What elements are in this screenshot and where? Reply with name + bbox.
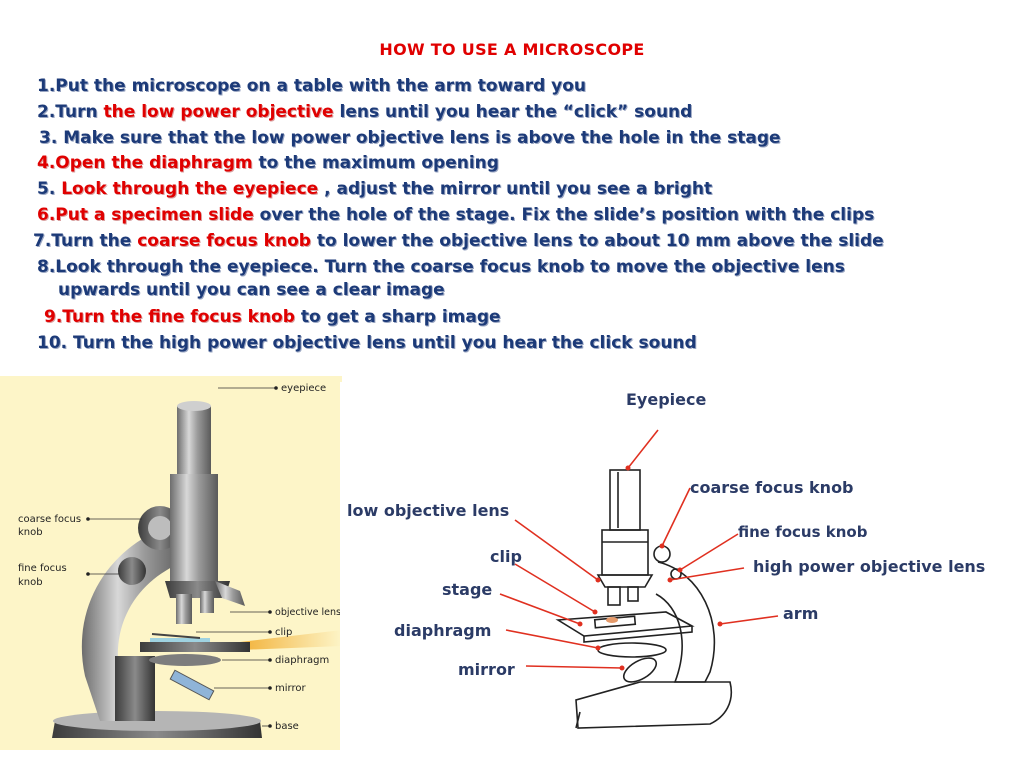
label-fine-focus-knob-diagram: fine focus knob — [738, 523, 868, 541]
label-diaphragm: diaphragm — [275, 655, 329, 666]
label-mirror: mirror — [275, 683, 306, 694]
label-base: base — [275, 721, 299, 732]
diagram-outline — [555, 469, 732, 729]
step-10: 10. Turn the high power objective lens u… — [37, 333, 697, 353]
step-5: 5. Look through the eyepiece , adjust th… — [37, 179, 713, 199]
diagram-arrows — [499, 429, 779, 669]
slide-shape — [150, 638, 210, 642]
arm-shape — [81, 526, 185, 721]
label-low-objective-lens-diagram: low objective lens — [347, 501, 509, 520]
eyepiece-shape — [177, 406, 211, 476]
base-top — [53, 711, 261, 731]
fine-knob-shape — [118, 557, 146, 585]
eyepiece-top — [177, 401, 211, 411]
label-coarse-focus-knob-diagram: coarse focus knob — [690, 478, 854, 497]
objective-lens-2 — [200, 591, 214, 613]
label-eyepiece-diagram: Eyepiece — [626, 390, 706, 409]
diaphragm-shape — [149, 654, 221, 666]
specimen-spot — [606, 617, 618, 623]
label-fine-knob: knob — [18, 577, 43, 588]
label-mirror-diagram: mirror — [458, 660, 515, 679]
body-tube-shape — [170, 474, 218, 584]
objective-lens-3 — [215, 581, 245, 606]
label-eyepiece: eyepiece — [281, 383, 326, 394]
label-leaders — [88, 387, 276, 727]
step-6: 6.Put a specimen slide over the hole of … — [37, 205, 875, 225]
mirror-shape — [169, 669, 215, 701]
step-7: 7.Turn the coarse focus knob to lower th… — [33, 231, 884, 251]
label-objective-lens: objective lens — [275, 607, 341, 618]
page-title: HOW TO USE A MICROSCOPE — [379, 40, 645, 59]
label-clip: clip — [275, 627, 292, 638]
step-8: 8.Look through the eyepiece. Turn the co… — [37, 257, 845, 277]
step-9: 9.Turn the fine focus knob to get a shar… — [44, 307, 501, 327]
stage-shape — [140, 642, 250, 652]
pillar-shape — [115, 656, 155, 721]
label-high-power-objective-lens-diagram: high power objective lens — [753, 557, 985, 576]
label-coarse-knob: knob — [18, 527, 43, 538]
objective-lens-1 — [176, 594, 192, 624]
step-4: 4.Open the diaphragm to the maximum open… — [37, 153, 499, 173]
step-8-continued: upwards until you can see a clear image — [58, 280, 445, 300]
label-arm-diagram: arm — [783, 604, 818, 623]
label-stage-diagram: stage — [442, 580, 492, 599]
step-3: 3. Make sure that the low power objectiv… — [39, 128, 781, 148]
microscope-diagram: Eyepiece coarse focus knob fine focus kn… — [347, 390, 985, 729]
label-fine-focus: fine focus — [18, 563, 67, 574]
label-clip-diagram: clip — [490, 547, 522, 566]
microscope-illustration: eyepiece coarse focus knob fine focus kn… — [18, 383, 342, 738]
light-beam — [240, 630, 342, 650]
step-1: 1.Put the microscope on a table with the… — [37, 76, 587, 96]
step-2: 2.Turn the low power objective lens unti… — [37, 102, 693, 122]
microscope-diagram-panel: Eyepiece coarse focus knob fine focus kn… — [340, 382, 1024, 752]
coarse-knob-center — [148, 516, 172, 540]
microscope-illustration-panel: eyepiece coarse focus knob fine focus kn… — [0, 376, 342, 750]
instruction-steps: 1.Put the microscope on a table with the… — [0, 0, 1024, 360]
label-diaphragm-diagram: diaphragm — [394, 621, 491, 640]
clip-shape — [151, 633, 201, 639]
label-coarse-focus: coarse focus — [18, 514, 81, 525]
